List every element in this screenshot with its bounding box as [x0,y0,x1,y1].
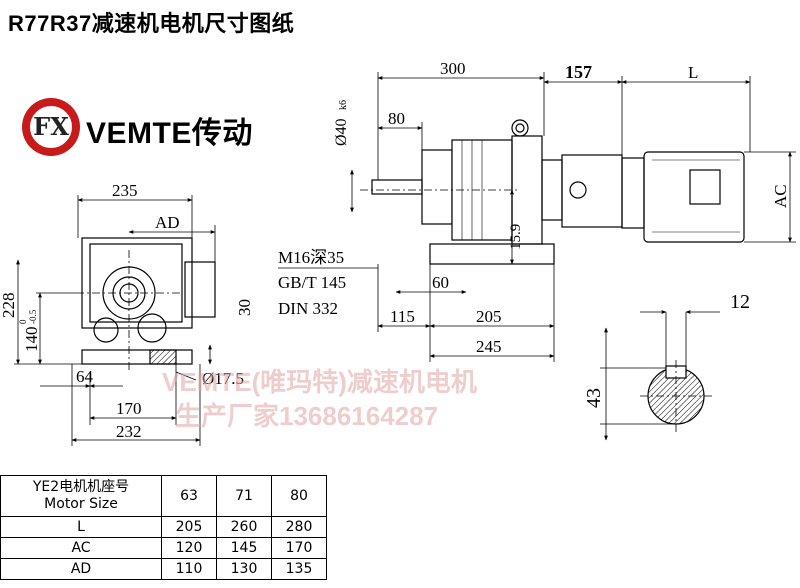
table-header-col: 71 [216,475,272,517]
dim-140: 140 [22,327,41,353]
dim-245: 245 [476,337,502,356]
page-title: R77R37减速机电机尺寸图纸 [8,11,295,36]
thread-spec-1: M16深35 [278,248,344,267]
dim-15-9: 15.9 [508,224,524,250]
table-header-col: 80 [271,475,327,517]
thread-spec-2: GB/T 145 [278,273,346,292]
dim-60: 60 [432,273,449,292]
row-label: L [0,516,162,538]
dim-64: 64 [76,367,94,386]
dim-170: 170 [116,399,142,418]
table-header-row: YE2电机机座号 Motor Size 63 71 80 [0,475,327,517]
header-label-cn: YE2电机机座号 [32,479,130,495]
thread-spec-3: DIN 332 [278,299,338,318]
dim-157: 157 [565,62,592,82]
logo-mark-text: FX [28,104,74,150]
motor-size-table: YE2电机机座号 Motor Size 63 71 80 L 205 260 2… [0,475,327,580]
front-view [14,195,216,446]
dim-235: 235 [112,181,138,200]
dim-115: 115 [390,307,415,326]
dim-43: 43 [583,388,605,408]
key-section [600,310,720,441]
table-row: AC 120 145 170 [0,537,327,559]
watermark-line-1: VEMTE(唯玛特)减速机电机 [162,367,477,397]
table-row: L 205 260 280 [0,516,327,538]
dim-232: 232 [116,422,142,441]
dim-12: 12 [730,291,750,313]
header-label-en: Motor Size [44,496,118,512]
table-cell: 120 [161,537,217,559]
row-label: AD [0,558,162,580]
dim-ad: AD [155,213,180,232]
side-view [278,72,796,362]
dim-228: 228 [0,293,18,319]
row-label: AC [0,537,162,559]
dim-80: 80 [388,109,405,128]
table-cell: 135 [271,558,327,580]
table-cell: 110 [161,558,217,580]
brand-logo: FX VEMTE传动 [22,98,262,158]
dim-30: 30 [235,299,254,316]
table-header-col: 63 [161,475,217,517]
watermark-line-2: 生产厂家13686164287 [175,401,439,431]
brand-name: VEMTE传动 [86,117,253,150]
dim-shaft-dia: Ø40 [333,118,350,146]
dim-hole-dia: Ø17.5 [202,369,244,388]
table-cell: 145 [216,537,272,559]
table-cell: 170 [271,537,327,559]
dim-300: 300 [440,59,466,78]
table-cell: 260 [216,516,272,538]
dim-140-tol-lower: -0.5 [28,309,38,324]
dim-ac: AC [771,184,790,208]
dim-205: 205 [476,307,502,326]
table-header-label: YE2电机机座号 Motor Size [0,475,162,517]
table-cell: 280 [271,516,327,538]
dim-shaft-tol: k6 [338,100,349,110]
brand-logo-icon: FX [22,98,80,156]
table-cell: 205 [161,516,217,538]
dim-140-tol-upper: 0 [18,319,28,324]
dim-l: L [688,63,698,82]
table-row: AD 110 130 135 [0,558,327,580]
table-cell: 130 [216,558,272,580]
